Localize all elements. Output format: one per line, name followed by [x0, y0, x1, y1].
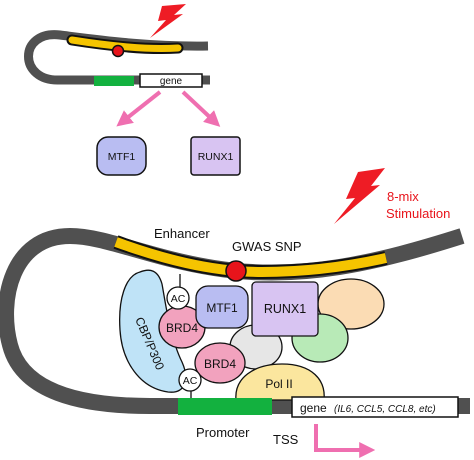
top-snp-dot — [111, 44, 125, 58]
top-runx1-box — [190, 136, 241, 176]
main-gene-box — [291, 396, 459, 418]
tss-label: TSS — [273, 432, 299, 447]
brd4-upper-label: BRD4 — [166, 321, 198, 335]
pol2-blob — [235, 363, 325, 401]
main-gene-word: gene — [300, 401, 327, 415]
brd4-lower — [194, 342, 246, 384]
brd4-lower-label: BRD4 — [204, 357, 236, 371]
pol2-label: Pol II — [265, 377, 292, 391]
stimulation-label-line1: 8-mix — [387, 189, 419, 204]
top-promoter-box — [94, 76, 134, 86]
top-arrow-right — [181, 90, 221, 127]
gwas-snp-label: GWAS SNP — [232, 239, 302, 254]
promoter-label: Promoter — [196, 425, 250, 440]
top-mtf1-box — [96, 136, 147, 176]
mtf1-factor-label: MTF1 — [206, 301, 238, 315]
runx1-factor-label: RUNX1 — [264, 302, 306, 316]
top-gene-box — [139, 73, 203, 88]
top-panel: gene MTF1 RUNX1 — [24, 4, 241, 176]
top-runx1-label: RUNX1 — [198, 151, 234, 163]
ac-mark-lower-label: AC — [183, 375, 198, 387]
top-arrow-left — [116, 90, 162, 127]
ac-mark-lower — [178, 368, 202, 392]
main-panel: 8-mix Stimulation Pol II CBP/P300 BRD4 B… — [0, 168, 470, 458]
runx1-factor — [251, 281, 319, 337]
top-lightning-icon — [150, 4, 186, 38]
stimulation-label-line2: Stimulation — [386, 206, 450, 221]
tss-arrow — [314, 424, 376, 458]
top-mtf1-label: MTF1 — [108, 151, 136, 163]
stimulation-lightning-icon — [334, 168, 385, 224]
promoter-box — [178, 398, 272, 415]
top-gene-label: gene — [160, 76, 183, 87]
main-gene-list: (IL6, CCL5, CCL8, etc) — [334, 404, 436, 415]
mtf1-factor — [195, 285, 249, 329]
ac-mark-upper-label: AC — [171, 293, 186, 305]
ac-mark-upper — [166, 286, 190, 310]
enhancer-label: Enhancer — [154, 226, 210, 241]
gwas-snp-dot — [225, 260, 247, 282]
